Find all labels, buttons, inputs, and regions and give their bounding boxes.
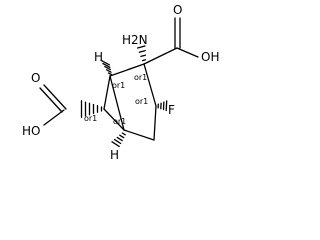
hashed-wedge-c6-cooh — [80, 100, 103, 118]
atom-fluorine: F — [168, 103, 175, 117]
hashed-wedge-c2-nh2 — [136, 45, 147, 62]
bond-c2-cooh — [143, 47, 178, 65]
bond-c5-c6 — [103, 108, 125, 131]
atom-left-hydroxyl: HO — [22, 124, 40, 138]
molecule-drawing: H2N O OH O HO F H H or1 or1 or1 or1 or1 — [22, 3, 219, 162]
bond-c1-c6 — [103, 75, 111, 110]
bond-c3-c4 — [153, 105, 157, 141]
atom-right-hydroxyl: OH — [201, 50, 219, 64]
double-bond-left-co-b — [39, 87, 63, 113]
atom-right-carbonyl-o: O — [173, 3, 182, 17]
bond-c4-c5 — [123, 129, 155, 141]
bond-left-c-oh — [43, 109, 65, 126]
bond-right-c-oh — [176, 47, 199, 58]
atom-hydrogen-top: H — [94, 50, 103, 64]
hashed-wedge-c3-f — [157, 100, 168, 112]
bond-c1-c5 — [109, 75, 125, 131]
bond-c2-c3 — [143, 63, 157, 107]
atom-left-carbonyl-o: O — [31, 71, 40, 85]
structure-diagram: H2N O OH O HO F H H or1 or1 or1 or1 or1 — [22, 3, 219, 162]
stereo-label-c1: or1 — [112, 81, 125, 90]
stereo-label-c3: or1 — [135, 97, 148, 106]
hashed-wedge-c1-h — [100, 59, 113, 76]
stereo-label-c2: or1 — [134, 73, 147, 82]
stereo-label-c5: or1 — [113, 117, 126, 126]
stereo-label-c6: or1 — [84, 114, 97, 123]
double-bond-left-co-a — [43, 84, 67, 110]
atom-amino: H2N — [122, 33, 148, 47]
hashed-wedge-c5-h — [111, 132, 126, 148]
atom-hydrogen-bottom: H — [110, 148, 119, 162]
bond-c1-c2 — [109, 63, 145, 77]
